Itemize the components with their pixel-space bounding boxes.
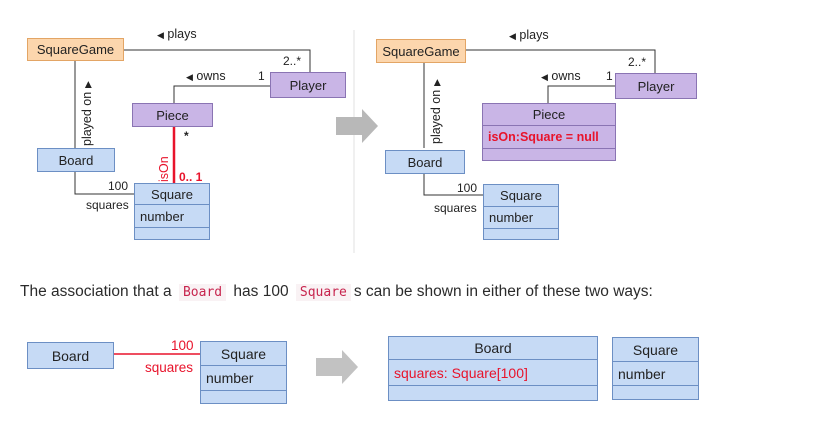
board-squares-association-line-right <box>423 174 483 196</box>
board-squares-association-line <box>74 172 134 195</box>
square-attribute-row: number <box>484 207 558 230</box>
square-class-name: Square <box>613 338 698 363</box>
board-class: Board <box>37 148 115 172</box>
owns-association-line <box>173 85 270 103</box>
square-attribute-row: number <box>201 366 286 392</box>
piece-attribute-row: isOn:Square = null <box>483 126 615 150</box>
square-class-name: Square <box>201 342 286 367</box>
plays-association-line-right <box>466 49 656 73</box>
is-on-label: isOn <box>157 156 171 182</box>
black-triangle-icon: ◀ <box>509 31 516 41</box>
player-class-name: Player <box>289 77 327 93</box>
square-game-class: SquareGame <box>27 38 124 61</box>
square-attribute-row: number <box>135 205 209 229</box>
multiplicity-zero-or-one: 0.. 1 <box>179 170 203 184</box>
caption-text: The association that a Board has 100 Squ… <box>20 283 653 301</box>
square-game-class-name: SquareGame <box>36 42 115 57</box>
black-triangle-icon: ◀ <box>157 30 164 40</box>
square-attribute-row: number <box>613 362 698 387</box>
plays-label-right: ◀ plays <box>509 28 549 42</box>
square-operations-row <box>201 391 286 403</box>
square-class-name: Square <box>135 184 209 206</box>
owns-label-right: ◀ owns <box>541 69 581 83</box>
board-class-with-attribute: Board squares: Square[100] <box>388 336 598 401</box>
square-game-class-right: SquareGame <box>376 39 466 63</box>
multiplicity-one: 1 <box>258 69 265 83</box>
square-operations-row <box>484 229 558 239</box>
board-class-name: Board <box>58 152 94 168</box>
code-square: Square <box>295 284 351 301</box>
played-on-label: played on ◀ <box>80 81 94 146</box>
black-triangle-icon: ◀ <box>186 72 193 82</box>
multiplicity-star: * <box>184 129 189 143</box>
piece-class: Piece <box>132 103 213 127</box>
piece-operations-row <box>483 149 615 160</box>
square-operations-row <box>613 386 698 399</box>
plays-label: ◀ plays <box>157 27 197 41</box>
gray-right-arrow-icon <box>336 109 378 143</box>
piece-class-right: Piece isOn:Square = null <box>482 103 616 161</box>
black-triangle-icon: ◀ <box>433 79 443 87</box>
piece-class-name: Piece <box>156 107 189 123</box>
plays-association-line <box>124 49 311 72</box>
square-game-class-name: SquareGame <box>382 43 460 59</box>
multiplicity-two-or-more-right: 2..* <box>628 55 647 69</box>
board-class-name: Board <box>389 337 597 361</box>
board-class-bottom: Board <box>27 342 114 369</box>
board-operations-row <box>389 386 597 400</box>
board-attribute-row: squares: Square[100] <box>389 360 597 387</box>
multiplicity-hundred-right: 100 <box>457 181 478 195</box>
multiplicity-one-right: 1 <box>606 69 613 83</box>
multiplicity-two-or-more: 2..* <box>283 54 302 68</box>
board-class-right: Board <box>385 150 465 174</box>
square-class: Square number <box>134 183 210 240</box>
square-class-bottom: Square number <box>200 341 287 404</box>
black-triangle-icon: ◀ <box>541 72 548 82</box>
board-class-name: Board <box>51 347 90 364</box>
role-squares: squares <box>86 198 129 212</box>
owns-label: ◀ owns <box>186 69 226 83</box>
gray-right-arrow-icon <box>316 350 358 384</box>
multiplicity-hundred-bottom: 100 <box>171 338 194 353</box>
piece-class-name: Piece <box>483 104 615 127</box>
role-squares-right: squares <box>434 201 477 215</box>
square-operations-row <box>135 228 209 239</box>
role-squares-bottom: squares <box>145 360 194 375</box>
player-class-right: Player <box>615 73 697 99</box>
black-triangle-icon: ◀ <box>84 81 94 89</box>
square-class-name: Square <box>484 185 558 208</box>
owns-association-line-right <box>547 85 615 103</box>
player-class: Player <box>270 72 346 98</box>
player-class-name: Player <box>637 78 675 94</box>
played-on-label-right: played on ◀ <box>429 79 443 144</box>
code-board: Board <box>178 284 227 301</box>
board-class-name: Board <box>407 154 443 170</box>
square-class-bottom-right: Square number <box>612 337 699 400</box>
square-class-right: Square number <box>483 184 559 240</box>
multiplicity-hundred: 100 <box>108 179 129 193</box>
